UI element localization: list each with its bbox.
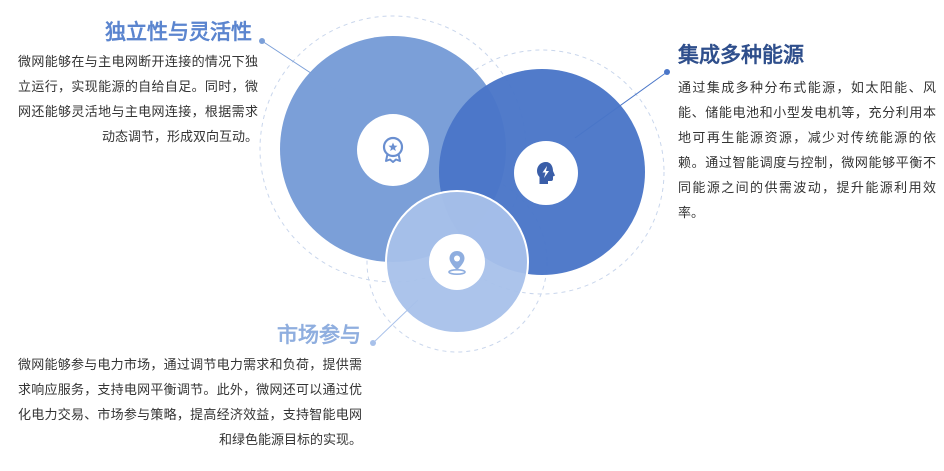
independence-title: 独立性与灵活性 bbox=[105, 20, 252, 44]
location-pin-icon bbox=[448, 251, 466, 275]
energy-icon-badge bbox=[514, 141, 578, 205]
energy-title: 集成多种能源 bbox=[678, 43, 804, 67]
lightning-head-icon bbox=[537, 162, 555, 184]
energy-description: 通过集成多种分布式能源，如太阳能、风能、储能电池和小型发电机等，充分利用本地可再… bbox=[678, 81, 936, 221]
independence-connector bbox=[261, 40, 353, 101]
market-description: 微网能够参与电力市场，通过调节电力需求和负荷，提供需求响应服务，支持电网平衡调节… bbox=[18, 358, 362, 448]
award-badge-icon bbox=[382, 136, 404, 163]
market-icon-badge bbox=[429, 234, 485, 290]
energy-connector bbox=[574, 71, 668, 139]
market-connector bbox=[372, 299, 419, 344]
market-title: 市场参与 bbox=[277, 323, 361, 347]
independence-icon-badge bbox=[357, 114, 429, 186]
independence-connector-dot bbox=[259, 38, 265, 44]
independence-description: 微网能够在与主电网断开连接的情况下独立运行，实现能源的自给自足。同时，微网还能够… bbox=[18, 55, 258, 145]
market-connector-dot bbox=[370, 340, 376, 346]
energy-dashed-ring bbox=[419, 49, 665, 295]
energy-connector-dot bbox=[664, 69, 670, 75]
